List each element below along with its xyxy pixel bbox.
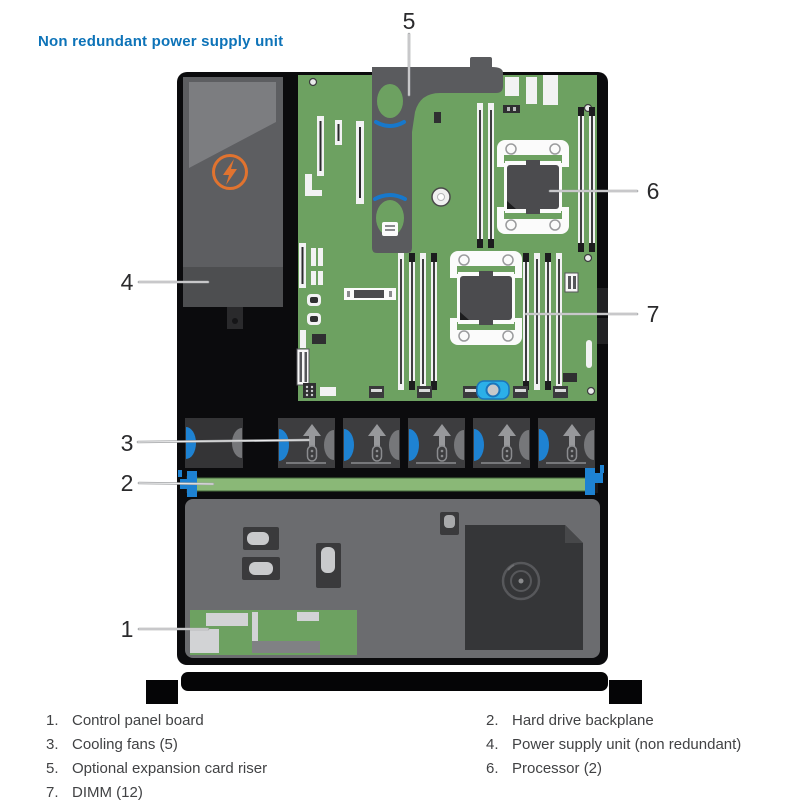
rear-port-block — [597, 288, 608, 314]
legend-item-3: 3. Cooling fans (5) — [46, 732, 267, 756]
legend-item-6: 6. Processor (2) — [486, 756, 741, 780]
server-diagram — [136, 32, 642, 704]
power-supply-unit — [183, 77, 283, 329]
legend-label-6: Processor (2) — [512, 759, 603, 777]
cooling-fan-5 — [537, 417, 596, 469]
legend-label-7: DIMM (12) — [72, 783, 143, 800]
drive-latch — [440, 512, 459, 535]
callout-number-3: 3 — [120, 430, 134, 456]
legend-column-right: 2. Hard drive backplane 4. Power supply … — [486, 708, 741, 780]
cooling-fans — [185, 417, 596, 469]
callout-number-1: 1 — [120, 616, 134, 642]
legend-item-7: 7. DIMM (12) — [46, 780, 267, 800]
pcie-slots — [305, 116, 364, 204]
backplane-clip-right — [585, 465, 604, 495]
legend-number-2: 2. — [486, 711, 499, 729]
motherboard — [296, 75, 597, 401]
drive-bay — [185, 499, 600, 658]
legend-item-4: 4. Power supply unit (non redundant) — [486, 732, 741, 756]
control-panel-board — [190, 610, 357, 655]
board-release-latch — [476, 380, 510, 400]
callout-number-6: 6 — [646, 178, 660, 204]
chassis-front-bar — [181, 672, 608, 691]
legend-label-4: Power supply unit (non redundant) — [512, 735, 742, 753]
cooling-fan-1 — [277, 417, 336, 469]
drive-latch — [243, 527, 279, 550]
legend-column-left: 1. Control panel board 3. Cooling fans (… — [46, 708, 267, 800]
io-connectors — [296, 243, 396, 386]
chassis-foot-right — [609, 680, 642, 704]
callout-number-7: 7 — [646, 301, 660, 327]
rear-port-block — [597, 318, 608, 344]
processor-socket-2 — [449, 250, 523, 346]
optical-drive — [465, 525, 583, 650]
legend-label-1: Control panel board — [72, 711, 204, 729]
expansion-card-riser — [372, 57, 503, 253]
legend-number-3: 3. — [46, 735, 59, 753]
lightning-icon — [212, 154, 248, 190]
dimm-slot-group-4 — [523, 253, 562, 390]
legend-label-3: Cooling fans (5) — [72, 735, 178, 753]
callout-lines — [136, 32, 639, 631]
legend-label-2: Hard drive backplane — [512, 711, 654, 729]
legend-number-6: 6. — [486, 759, 499, 777]
page-title: Non redundant power supply unit — [38, 33, 284, 50]
legend-item-2: 2. Hard drive backplane — [486, 708, 741, 732]
legend-label-5: Optional expansion card riser — [72, 759, 268, 777]
dimm-slot-group-1 — [477, 103, 494, 248]
disc-icon — [501, 561, 541, 601]
legend-number-7: 7. — [46, 783, 59, 800]
fan-bay-empty — [185, 418, 243, 468]
legend-number-4: 4. — [486, 735, 499, 753]
cooling-fan-4 — [472, 417, 531, 469]
drive-latch — [242, 557, 280, 580]
callout-number-4: 4 — [120, 269, 134, 295]
callout-number-2: 2 — [120, 470, 134, 496]
board-bottom-connectors — [303, 373, 577, 400]
drive-latch — [316, 543, 341, 588]
legend-item-5: 5. Optional expansion card riser — [46, 756, 267, 780]
chassis-foot-left — [146, 680, 178, 704]
cooling-fan-3 — [407, 417, 466, 469]
dimm-slot-group-2 — [578, 107, 595, 252]
legend-number-5: 5. — [46, 759, 59, 777]
processor-socket-1 — [496, 139, 570, 235]
dimm-slot-group-3 — [398, 253, 437, 390]
legend-item-1: 1. Control panel board — [46, 708, 267, 732]
cooling-fan-2 — [342, 417, 401, 469]
legend-number-1: 1. — [46, 711, 59, 729]
callout-number-5: 5 — [402, 8, 416, 34]
